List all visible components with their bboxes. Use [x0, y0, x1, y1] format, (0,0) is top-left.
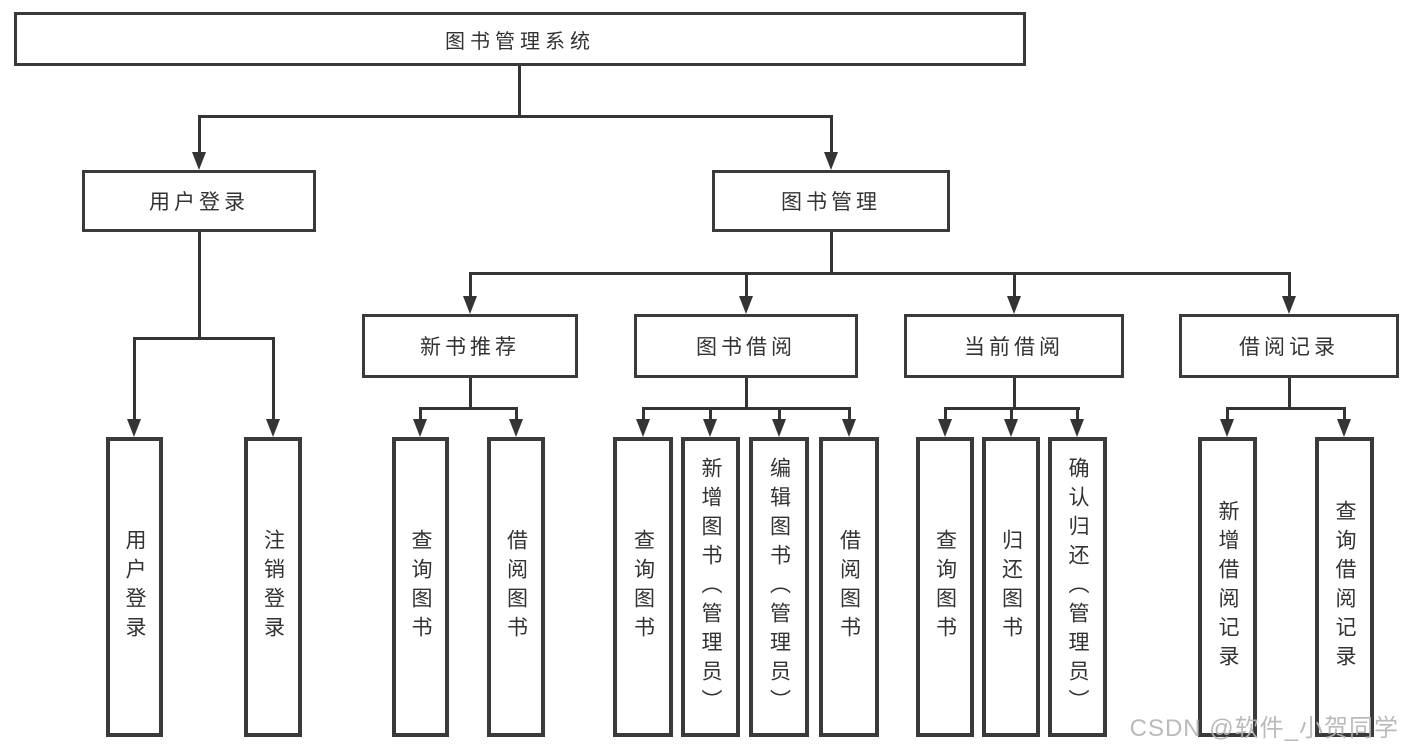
connector-line-v — [944, 407, 947, 423]
connector-line-v — [1343, 407, 1346, 423]
arrow-down-icon — [1007, 296, 1021, 314]
connector-line-v — [198, 115, 201, 152]
arrow-down-icon — [1220, 419, 1234, 437]
connector-line-v — [709, 407, 712, 423]
connector-line-v — [1013, 272, 1016, 298]
arrow-down-icon — [266, 419, 280, 437]
connector-line-v — [830, 115, 833, 152]
node-label: 新增图书（管理员） — [699, 456, 722, 718]
connector-line-v — [198, 232, 201, 340]
connector-line-h — [1226, 407, 1346, 410]
node-label: 当前借阅 — [964, 336, 1064, 359]
node-label: 图书借阅 — [696, 336, 796, 359]
node-label: 图书管理 — [781, 191, 881, 214]
arrow-down-icon — [1337, 419, 1351, 437]
connector-line-h — [133, 337, 275, 340]
leaf-confirm-return-admin: 确认归还（管理员） — [1048, 437, 1107, 737]
connector-line-h — [642, 407, 851, 410]
arrow-down-icon — [192, 152, 206, 170]
watermark: CSDN @软件_小贺同学 — [1129, 715, 1399, 742]
arrow-down-icon — [1070, 419, 1084, 437]
arrow-down-icon — [463, 296, 477, 314]
connector-line-v — [848, 407, 851, 423]
node-label: 图书管理系统 — [445, 30, 595, 53]
node-label: 注销登录 — [261, 529, 285, 645]
connector-line-v — [1288, 378, 1291, 410]
connector-line-h — [469, 272, 1291, 275]
arrow-down-icon — [842, 419, 856, 437]
node-label: 查询借阅记录 — [1333, 500, 1356, 674]
leaf-logout: 注销登录 — [244, 437, 302, 737]
connector-line-v — [272, 337, 275, 421]
leaf-edit-books-admin: 编辑图书（管理员） — [749, 437, 809, 737]
arrow-down-icon — [127, 419, 141, 437]
node-book-management: 图书管理 — [712, 170, 950, 232]
connector-line-v — [745, 272, 748, 298]
connector-line-v — [1076, 407, 1079, 423]
node-label: 新书推荐 — [420, 336, 520, 359]
leaf-borrow-books-recommend: 借阅图书 — [487, 437, 545, 737]
connector-line-v — [469, 272, 472, 298]
node-label: 用户登录 — [123, 529, 146, 645]
arrow-down-icon — [1004, 419, 1018, 437]
connector-line-v — [778, 407, 781, 423]
connector-line-v — [745, 378, 748, 410]
connector-line-v — [830, 232, 833, 274]
node-user-login: 用户登录 — [82, 170, 316, 232]
node-label: 编辑图书（管理员） — [767, 456, 791, 718]
connector-line-v — [515, 407, 518, 423]
connector-line-v — [133, 337, 136, 421]
leaf-add-borrow-record: 新增借阅记录 — [1198, 437, 1257, 737]
node-new-book-recommend: 新书推荐 — [362, 314, 578, 378]
leaf-user-login: 用户登录 — [106, 437, 163, 737]
connector-line-h — [419, 407, 518, 410]
arrow-down-icon — [772, 419, 786, 437]
node-label: 归还图书 — [999, 529, 1023, 645]
node-label: 用户登录 — [149, 191, 249, 214]
node-borrowing-records: 借阅记录 — [1179, 314, 1399, 378]
leaf-query-books-current: 查询图书 — [916, 437, 974, 737]
node-label: 确认归还（管理员） — [1066, 456, 1089, 718]
node-label: 借阅记录 — [1239, 336, 1339, 359]
leaf-query-books-borrowing: 查询图书 — [613, 437, 673, 737]
arrow-down-icon — [1282, 296, 1296, 314]
arrow-down-icon — [636, 419, 650, 437]
arrow-down-icon — [703, 419, 717, 437]
connector-line-h — [198, 115, 833, 118]
arrow-down-icon — [938, 419, 952, 437]
connector-line-v — [1226, 407, 1229, 423]
leaf-query-borrow-record: 查询借阅记录 — [1315, 437, 1374, 737]
arrow-down-icon — [413, 419, 427, 437]
connector-line-v — [1288, 272, 1291, 298]
node-label: 借阅图书 — [504, 529, 528, 645]
node-label: 查询图书 — [631, 529, 655, 645]
leaf-return-books: 归还图书 — [982, 437, 1040, 737]
connector-line-v — [518, 66, 521, 115]
node-label: 新增借阅记录 — [1216, 500, 1239, 674]
connector-line-v — [1013, 378, 1016, 410]
leaf-query-books-recommend: 查询图书 — [392, 437, 449, 737]
connector-line-v — [419, 407, 422, 423]
node-book-borrowing: 图书借阅 — [634, 314, 858, 378]
node-label: 查询图书 — [409, 529, 432, 645]
connector-line-v — [469, 378, 472, 410]
node-label: 查询图书 — [933, 529, 957, 645]
arrow-down-icon — [509, 419, 523, 437]
connector-line-v — [642, 407, 645, 423]
leaf-borrow-books: 借阅图书 — [819, 437, 879, 737]
node-library-management-system: 图书管理系统 — [14, 12, 1026, 66]
connector-line-v — [1010, 407, 1013, 423]
leaf-add-books-admin: 新增图书（管理员） — [681, 437, 740, 737]
arrow-down-icon — [824, 152, 838, 170]
arrow-down-icon — [739, 296, 753, 314]
node-label: 借阅图书 — [837, 529, 861, 645]
node-current-borrowing: 当前借阅 — [904, 314, 1124, 378]
